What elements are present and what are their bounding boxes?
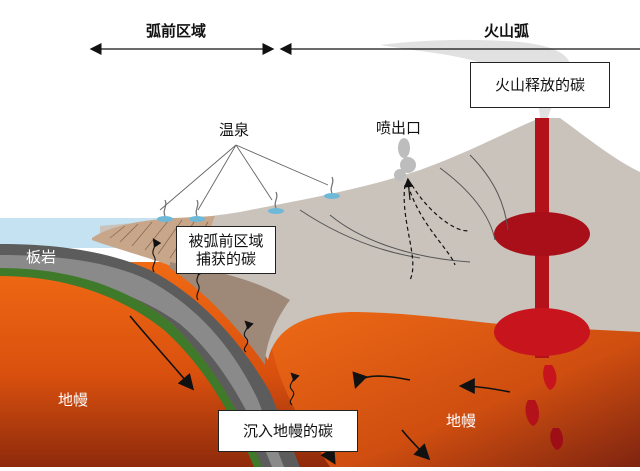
mantle-right-label: 地幔 <box>446 412 477 430</box>
forearc-heading: 弧前区域 <box>146 22 207 40</box>
magma-drop-2 <box>525 400 540 426</box>
vent-dashed-paths <box>403 184 471 281</box>
vent-steam <box>394 138 416 181</box>
vent-arrow <box>403 177 414 201</box>
hot-spring-pointers <box>159 144 329 211</box>
crust-lines <box>299 154 509 263</box>
magma-drop-1 <box>543 365 557 390</box>
slab-label: 板岩 <box>26 248 57 266</box>
hot-spring-pools <box>157 193 340 222</box>
hot-spring-steam <box>163 176 334 217</box>
magma-chamber-upper <box>494 212 590 256</box>
forearc-carbon-box: 被弧前区域 捕获的碳 <box>176 226 276 274</box>
forearc-lower <box>170 262 290 365</box>
magma-chamber-lower <box>494 308 590 356</box>
slab-stripe <box>0 268 262 467</box>
slab-light <box>0 255 284 467</box>
mantle-left-label: 地幔 <box>58 391 89 409</box>
magma-drop-3 <box>550 428 564 450</box>
mantle-flow-arrows <box>129 315 511 465</box>
subducted-carbon-box: 沉入地幔的碳 <box>218 410 358 452</box>
arc-heading: 火山弧 <box>484 22 530 40</box>
volcanic-carbon-box: 火山释放的碳 <box>470 62 610 108</box>
forearc-carbon-line2: 捕获的碳 <box>195 250 256 268</box>
hot-springs-label: 温泉 <box>219 121 250 139</box>
vent-label: 喷出口 <box>376 119 422 137</box>
volcano-plume <box>380 39 571 118</box>
subducted-carbon-text: 沉入地幔的碳 <box>242 422 333 440</box>
forearc-carbon-line1: 被弧前区域 <box>188 232 264 250</box>
volcanic-carbon-text: 火山释放的碳 <box>494 76 585 94</box>
